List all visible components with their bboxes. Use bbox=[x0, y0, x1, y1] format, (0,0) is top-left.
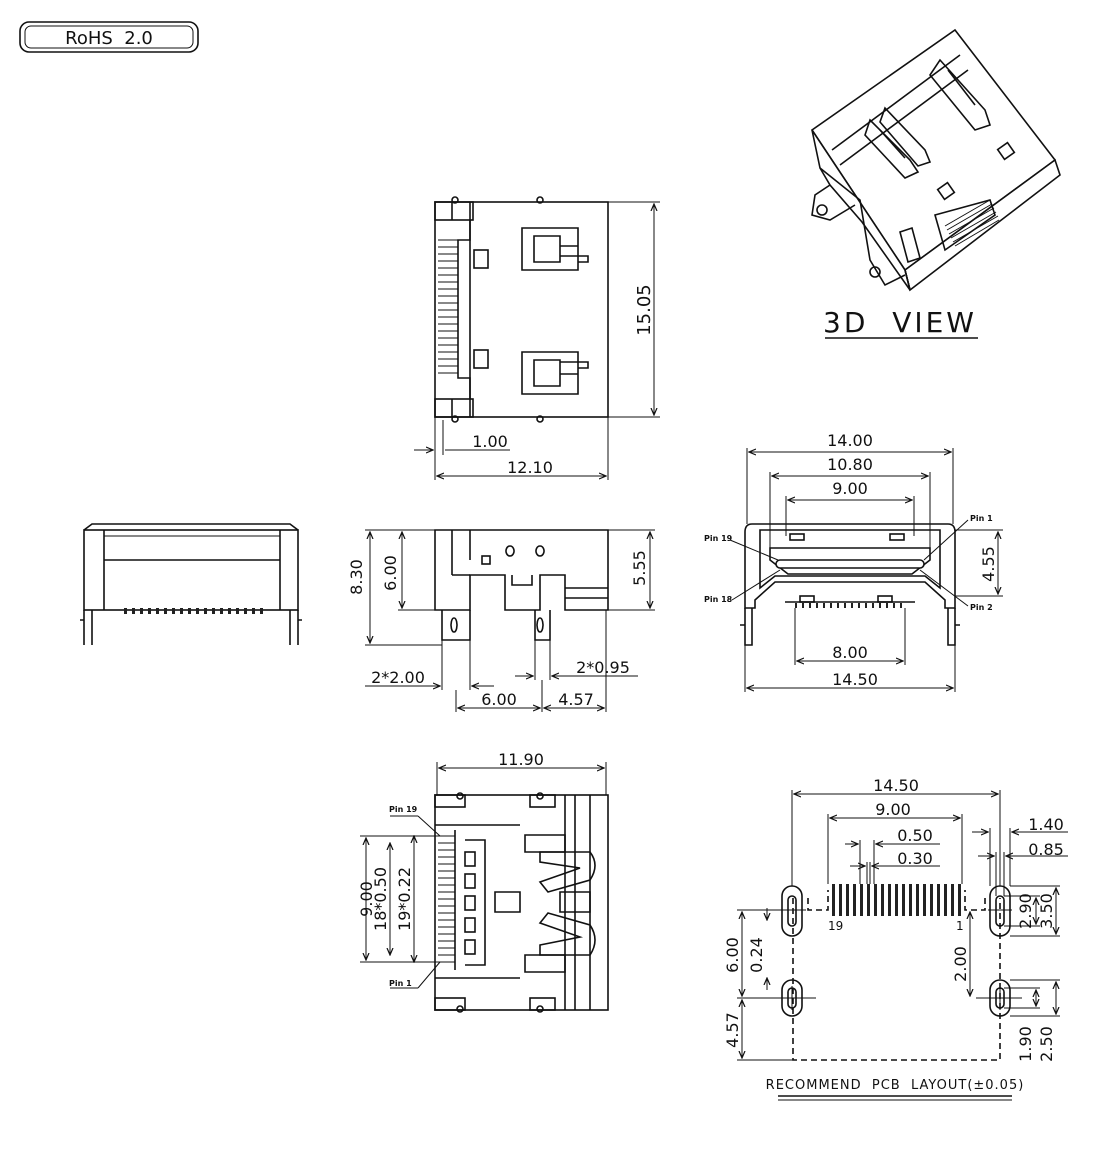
dim-bottom-pin-width: 19*0.22 bbox=[395, 867, 414, 931]
top-view: 15.05 1.00 12.10 bbox=[414, 196, 660, 480]
dim-pcb-slot-h1: 2.90 bbox=[1016, 893, 1035, 929]
side-view: 8.30 6.00 5.55 2*2.00 2*0.95 6.00 4.57 bbox=[347, 529, 655, 712]
pcb-pads bbox=[832, 884, 961, 916]
front-view-pins bbox=[795, 603, 902, 608]
view-3d bbox=[810, 28, 1061, 292]
pcb-pin19-label: 19 bbox=[828, 919, 843, 933]
dim-pcb-slot-h2: 3.50 bbox=[1037, 893, 1056, 929]
view-3d-label: 3D VIEW bbox=[823, 306, 977, 339]
dim-side-right-height: 5.55 bbox=[630, 550, 649, 586]
bottom-pin19-label: Pin 19 bbox=[389, 805, 418, 814]
front-pin2-label: Pin 2 bbox=[970, 603, 993, 612]
end-view-pins bbox=[124, 608, 263, 614]
dim-pcb-slot-w1: 1.40 bbox=[1028, 815, 1064, 834]
dim-pcb-span: 9.00 bbox=[875, 800, 911, 819]
dim-side-height: 8.30 bbox=[347, 559, 366, 595]
dim-pcb-pitch: 0.50 bbox=[897, 826, 933, 845]
dim-top-height: 15.05 bbox=[634, 284, 655, 336]
dim-front-peg-width: 8.00 bbox=[832, 643, 868, 662]
rohs-badge: RoHS 2.0 bbox=[19, 21, 199, 53]
dim-front-base-width: 14.50 bbox=[832, 670, 878, 689]
bottom-view-pins bbox=[438, 835, 455, 963]
pcb-layout-label: RECOMMEND PCB LAYOUT(±0.05) bbox=[766, 1078, 1025, 1093]
dim-bottom-span: 9.00 bbox=[357, 881, 376, 917]
pcb-pin1-label: 1 bbox=[956, 919, 964, 933]
bottom-view: 11.90 Pin 19 Pin 1 9.00 18*0.50 19*0.22 bbox=[357, 750, 609, 1013]
3d-pin-row bbox=[944, 199, 1000, 247]
dim-pcb-pad-width: 0.30 bbox=[897, 849, 933, 868]
dim-side-post-width: 2*2.00 bbox=[371, 668, 425, 687]
dim-side-inner-height: 6.00 bbox=[381, 555, 400, 591]
front-pin19-label: Pin 19 bbox=[704, 534, 733, 543]
top-view-pins bbox=[438, 239, 458, 374]
bottom-pin1-label: Pin 1 bbox=[389, 979, 412, 988]
dim-pcb-mid: 2.00 bbox=[951, 946, 970, 982]
dim-side-post-pitch: 6.00 bbox=[481, 690, 517, 709]
dim-pcb-slot-h3: 1.90 bbox=[1016, 1026, 1035, 1062]
dim-pcb-left-height: 6.00 bbox=[723, 937, 742, 973]
dim-top-offset: 1.00 bbox=[472, 432, 508, 451]
dim-side-post-offset: 4.57 bbox=[558, 690, 594, 709]
dim-pcb-offset: 0.24 bbox=[747, 937, 766, 973]
dim-front-contact-width: 9.00 bbox=[832, 479, 868, 498]
pcb-layout: 19 1 14.50 9.00 0.50 0.30 1.40 0.85 bbox=[723, 776, 1068, 1101]
end-view bbox=[80, 523, 302, 645]
dim-pcb-slot-w2: 0.85 bbox=[1028, 840, 1064, 859]
dim-bottom-pitch: 18*0.50 bbox=[371, 867, 390, 931]
dim-side-post-thickness: 2*0.95 bbox=[576, 658, 630, 677]
front-view: Pin 19 Pin 1 Pin 18 Pin 2 14.00 10.80 9.… bbox=[704, 431, 1003, 692]
dim-bottom-width: 11.90 bbox=[498, 750, 544, 769]
rohs-badge-text: RoHS 2.0 bbox=[65, 28, 153, 49]
dim-front-outer-width: 14.00 bbox=[827, 431, 873, 450]
front-pin1-label: Pin 1 bbox=[970, 514, 993, 523]
front-pin18-label: Pin 18 bbox=[704, 595, 733, 604]
dim-pcb-slot-h4: 2.50 bbox=[1037, 1026, 1056, 1062]
dim-front-inner-width: 10.80 bbox=[827, 455, 873, 474]
dim-pcb-width: 14.50 bbox=[873, 776, 919, 795]
dim-front-height: 4.55 bbox=[979, 546, 998, 582]
dim-top-width: 12.10 bbox=[507, 458, 553, 477]
dim-pcb-lower: 4.57 bbox=[723, 1012, 742, 1048]
